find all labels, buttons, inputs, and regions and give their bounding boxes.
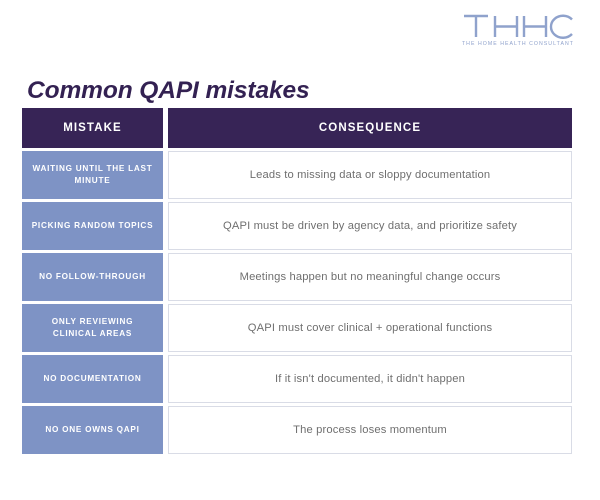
cell-mistake: NO FOLLOW-THROUGH [22, 253, 163, 301]
cell-consequence: Leads to missing data or sloppy document… [168, 151, 572, 199]
column-header-consequence: CONSEQUENCE [168, 108, 572, 148]
table-row: PICKING RANDOM TOPICS QAPI must be drive… [22, 202, 572, 250]
table-row: NO ONE OWNS QAPI The process loses momen… [22, 406, 572, 454]
cell-consequence: QAPI must cover clinical + operational f… [168, 304, 572, 352]
cell-consequence: The process loses momentum [168, 406, 572, 454]
cell-mistake: WAITING UNTIL THE LAST MINUTE [22, 151, 163, 199]
cell-consequence: Meetings happen but no meaningful change… [168, 253, 572, 301]
table-row: ONLY REVIEWING CLINICAL AREAS QAPI must … [22, 304, 572, 352]
table-row: WAITING UNTIL THE LAST MINUTE Leads to m… [22, 151, 572, 199]
cell-mistake: NO ONE OWNS QAPI [22, 406, 163, 454]
brand-logo: THE HOME HEALTH CONSULTANT [458, 13, 578, 47]
cell-mistake: ONLY REVIEWING CLINICAL AREAS [22, 304, 163, 352]
table-header-row: MISTAKE CONSEQUENCE [22, 108, 572, 148]
brand-tagline: THE HOME HEALTH CONSULTANT [461, 41, 575, 47]
thhc-logo-icon [458, 13, 578, 39]
table-row: NO DOCUMENTATION If it isn't documented,… [22, 355, 572, 403]
cell-mistake: NO DOCUMENTATION [22, 355, 163, 403]
column-header-mistake: MISTAKE [22, 108, 163, 148]
cell-consequence: QAPI must be driven by agency data, and … [168, 202, 572, 250]
table-row: NO FOLLOW-THROUGH Meetings happen but no… [22, 253, 572, 301]
cell-mistake: PICKING RANDOM TOPICS [22, 202, 163, 250]
qapi-mistakes-table: MISTAKE CONSEQUENCE WAITING UNTIL THE LA… [22, 108, 572, 454]
page-title: Common QAPI mistakes [27, 77, 310, 105]
cell-consequence: If it isn't documented, it didn't happen [168, 355, 572, 403]
